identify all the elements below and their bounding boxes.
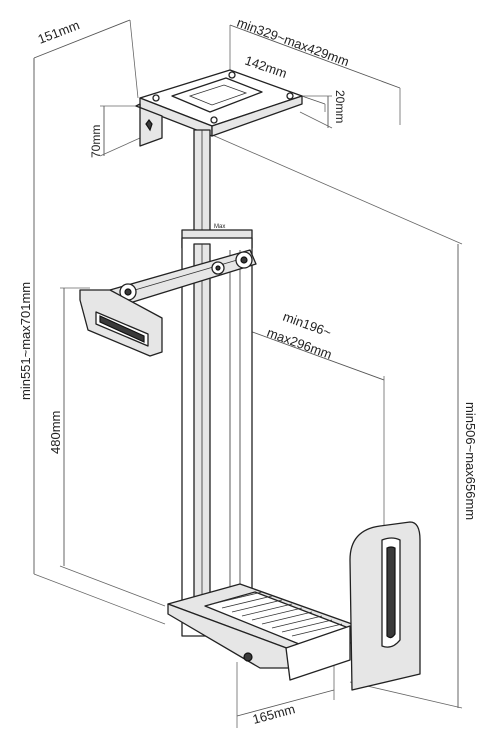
grille-slot-5 — [251, 607, 303, 621]
arm-slot-line — [127, 257, 245, 293]
dimension-lines — [33, 19, 463, 728]
label-holder-height: min506~max656mm — [463, 402, 478, 520]
label-bracket-height: 70mm — [89, 125, 103, 158]
arm-knob-mid-center — [215, 265, 221, 271]
tray-slide-extension — [285, 625, 351, 681]
bottom-tray — [167, 583, 381, 681]
grille-slot-3 — [231, 599, 283, 613]
ext-line-480-bottom — [59, 565, 166, 607]
mount-plate-inner-recess — [188, 84, 248, 106]
grille-slot-7 — [271, 615, 323, 629]
dim-line-329 — [229, 24, 401, 89]
plate-screw-hole-1 — [152, 94, 160, 102]
product-mark: Max — [214, 224, 225, 230]
ext-line-551-bottom — [33, 573, 166, 625]
label-tray-width: 165mm — [251, 701, 297, 727]
arm-knob-left-center — [124, 288, 132, 296]
mount-plate-recess — [171, 77, 263, 113]
grille-slot-8 — [281, 619, 333, 633]
grille-slot-9 — [291, 623, 343, 637]
label-arm-height: 480mm — [48, 411, 63, 454]
grille-slot-4 — [241, 603, 293, 617]
grille-slot-1 — [211, 591, 263, 605]
rear-holder-slot-inner — [386, 546, 396, 639]
adjustable-arm — [79, 249, 257, 357]
side-clamp-slot-inner — [99, 315, 145, 343]
tray-lock-knob — [243, 652, 253, 662]
tray-front — [167, 603, 309, 669]
dim-line-165 — [236, 689, 335, 717]
plate-screw-hole-4 — [210, 116, 218, 124]
dim-line-151 — [33, 19, 131, 59]
arm-knob-right-center — [240, 256, 248, 264]
grille-slot-2 — [221, 595, 273, 609]
keyhole-slot-icon — [145, 119, 153, 132]
label-overall-height: min551~max701mm — [18, 282, 33, 400]
telescopic-pole: Max — [181, 129, 253, 637]
lower-pole-housing — [181, 237, 253, 637]
dim-line-196 — [235, 325, 385, 381]
top-mounting-plate — [135, 69, 303, 147]
label-plate-height: 20mm — [333, 90, 347, 123]
ext-line-151-right — [129, 19, 139, 99]
plate-screw-hole-2 — [228, 71, 236, 79]
ext-line-70-bottom — [99, 137, 141, 157]
pc-holder-illustration: Max — [79, 69, 421, 691]
plate-screw-hole-3 — [286, 92, 294, 100]
mount-plate-side-edge — [211, 95, 303, 137]
ext-line-20-bottom — [299, 111, 333, 129]
ext-line-506-top — [209, 133, 463, 245]
grille-slot-6 — [261, 611, 313, 625]
rear-side-holder — [349, 521, 421, 691]
